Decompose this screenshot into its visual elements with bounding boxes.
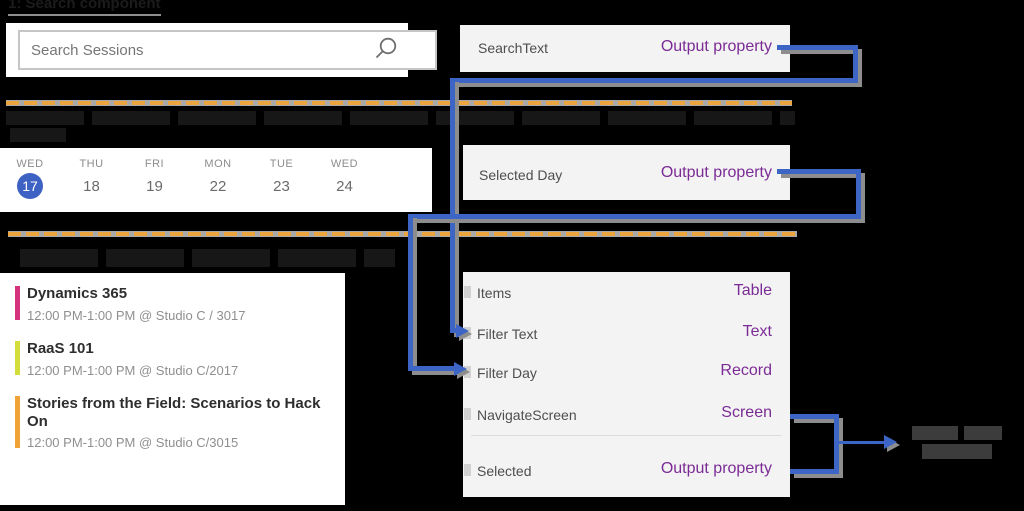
property-label: SearchText xyxy=(478,40,549,56)
session-time: 12:00 PM-1:00 PM @ Studio C/3015 xyxy=(27,435,239,450)
session-time: 12:00 PM-1:00 PM @ Studio C / 3017 xyxy=(27,308,246,323)
property-value[interactable]: Text xyxy=(742,323,772,340)
row-bullet xyxy=(464,286,471,298)
selectedday-property-panel: Selected Day Output property xyxy=(463,145,790,200)
connector-selectedday-seg xyxy=(408,214,861,219)
row-bullet xyxy=(464,366,471,378)
day-number: 19 xyxy=(146,178,163,195)
day-cell[interactable]: MON 22 xyxy=(186,158,250,199)
selected-day-circle[interactable]: 17 xyxy=(17,173,43,199)
day-number: 24 xyxy=(336,178,353,195)
day-name: WED xyxy=(330,158,359,170)
obscured-screen-label xyxy=(922,444,992,459)
gallery-property-panel: Items Table Filter Text Text Filter Day … xyxy=(463,272,790,497)
connector-selectedday-seg xyxy=(408,214,413,369)
session-color-bar xyxy=(15,341,20,375)
property-value[interactable]: Output property xyxy=(660,460,772,477)
day-cell[interactable]: FRI 19 xyxy=(123,158,186,199)
session-time: 12:00 PM-1:00 PM @ Studio C/2017 xyxy=(27,363,239,378)
obscured-text-row xyxy=(6,111,795,125)
row-separator xyxy=(471,435,782,436)
property-value[interactable]: Output property xyxy=(660,38,772,55)
session-title[interactable]: Dynamics 365 xyxy=(27,285,128,302)
property-value[interactable]: Screen xyxy=(721,404,772,421)
property-label: Filter Text xyxy=(477,326,538,342)
property-label: Selected xyxy=(477,463,532,479)
connector-searchtext-arrowhead xyxy=(456,324,469,338)
session-title[interactable]: Stories from the Field: Scenarios to Hac… xyxy=(27,395,321,430)
connector-searchtext-seg xyxy=(777,45,858,50)
day-number: 23 xyxy=(273,178,290,195)
property-label: NavigateScreen xyxy=(477,407,577,423)
searchtext-property-panel: SearchText Output property xyxy=(460,25,790,72)
property-value[interactable]: Output property xyxy=(660,164,772,181)
connector-selectedday-seg xyxy=(777,169,861,174)
day-number: 22 xyxy=(209,178,227,195)
obscured-screen-label xyxy=(912,426,958,440)
obscured-section-title-gallery xyxy=(20,249,395,267)
day-name: MON xyxy=(204,158,232,170)
connector-searchtext-seg xyxy=(450,78,858,83)
day-cell[interactable]: WED 17 xyxy=(0,158,60,199)
property-label: Items xyxy=(477,285,512,301)
day-name: TUE xyxy=(269,158,294,170)
property-label: Filter Day xyxy=(477,365,537,381)
connector-selectedday-seg xyxy=(856,169,861,218)
connector-searchtext-seg xyxy=(450,78,455,331)
connector-selectedday-seg xyxy=(408,366,456,371)
obscured-screen-label xyxy=(964,426,1002,440)
property-value[interactable]: Table xyxy=(733,282,772,299)
connector-bracket-seg xyxy=(790,469,839,474)
day-picker-panel: WED 17 THU 18 FRI 19 MON 22 TUE 23 WED 2… xyxy=(0,148,432,212)
connector-bracket-seg xyxy=(790,414,839,419)
obscured-section-title-daypicker xyxy=(10,128,66,142)
day-cell[interactable]: WED 24 xyxy=(313,158,376,199)
section-title-search-label: 1: Search component xyxy=(8,0,161,16)
session-title[interactable]: RaaS 101 xyxy=(27,340,94,357)
dashed-separator-top xyxy=(6,100,792,106)
property-value[interactable]: Record xyxy=(720,362,772,379)
dashed-separator-bottom xyxy=(8,231,797,237)
connector-selectedday-arrowhead xyxy=(454,362,467,376)
connector-bracket-arrowhead xyxy=(884,435,897,449)
row-bullet xyxy=(464,464,471,476)
sessions-gallery-panel: Dynamics 365 12:00 PM-1:00 PM @ Studio C… xyxy=(0,273,345,505)
connector-bracket-seg xyxy=(834,414,839,474)
session-color-bar xyxy=(15,286,20,320)
search-component-panel xyxy=(6,23,437,77)
search-input[interactable] xyxy=(18,30,437,70)
section-title-search: 1: Search component xyxy=(8,0,161,16)
day-cell[interactable]: THU 18 xyxy=(60,158,123,199)
session-color-bar xyxy=(15,396,20,448)
day-name: FRI xyxy=(144,158,165,170)
connector-searchtext-seg xyxy=(450,328,458,333)
connector-bracket-seg xyxy=(839,441,885,444)
property-label: Selected Day xyxy=(479,167,563,183)
day-name: THU xyxy=(79,158,104,170)
day-cell[interactable]: TUE 23 xyxy=(250,158,313,199)
connector-searchtext-seg xyxy=(853,45,858,83)
day-name: WED xyxy=(16,158,44,170)
row-bullet xyxy=(464,408,471,420)
day-number: 18 xyxy=(83,178,100,195)
